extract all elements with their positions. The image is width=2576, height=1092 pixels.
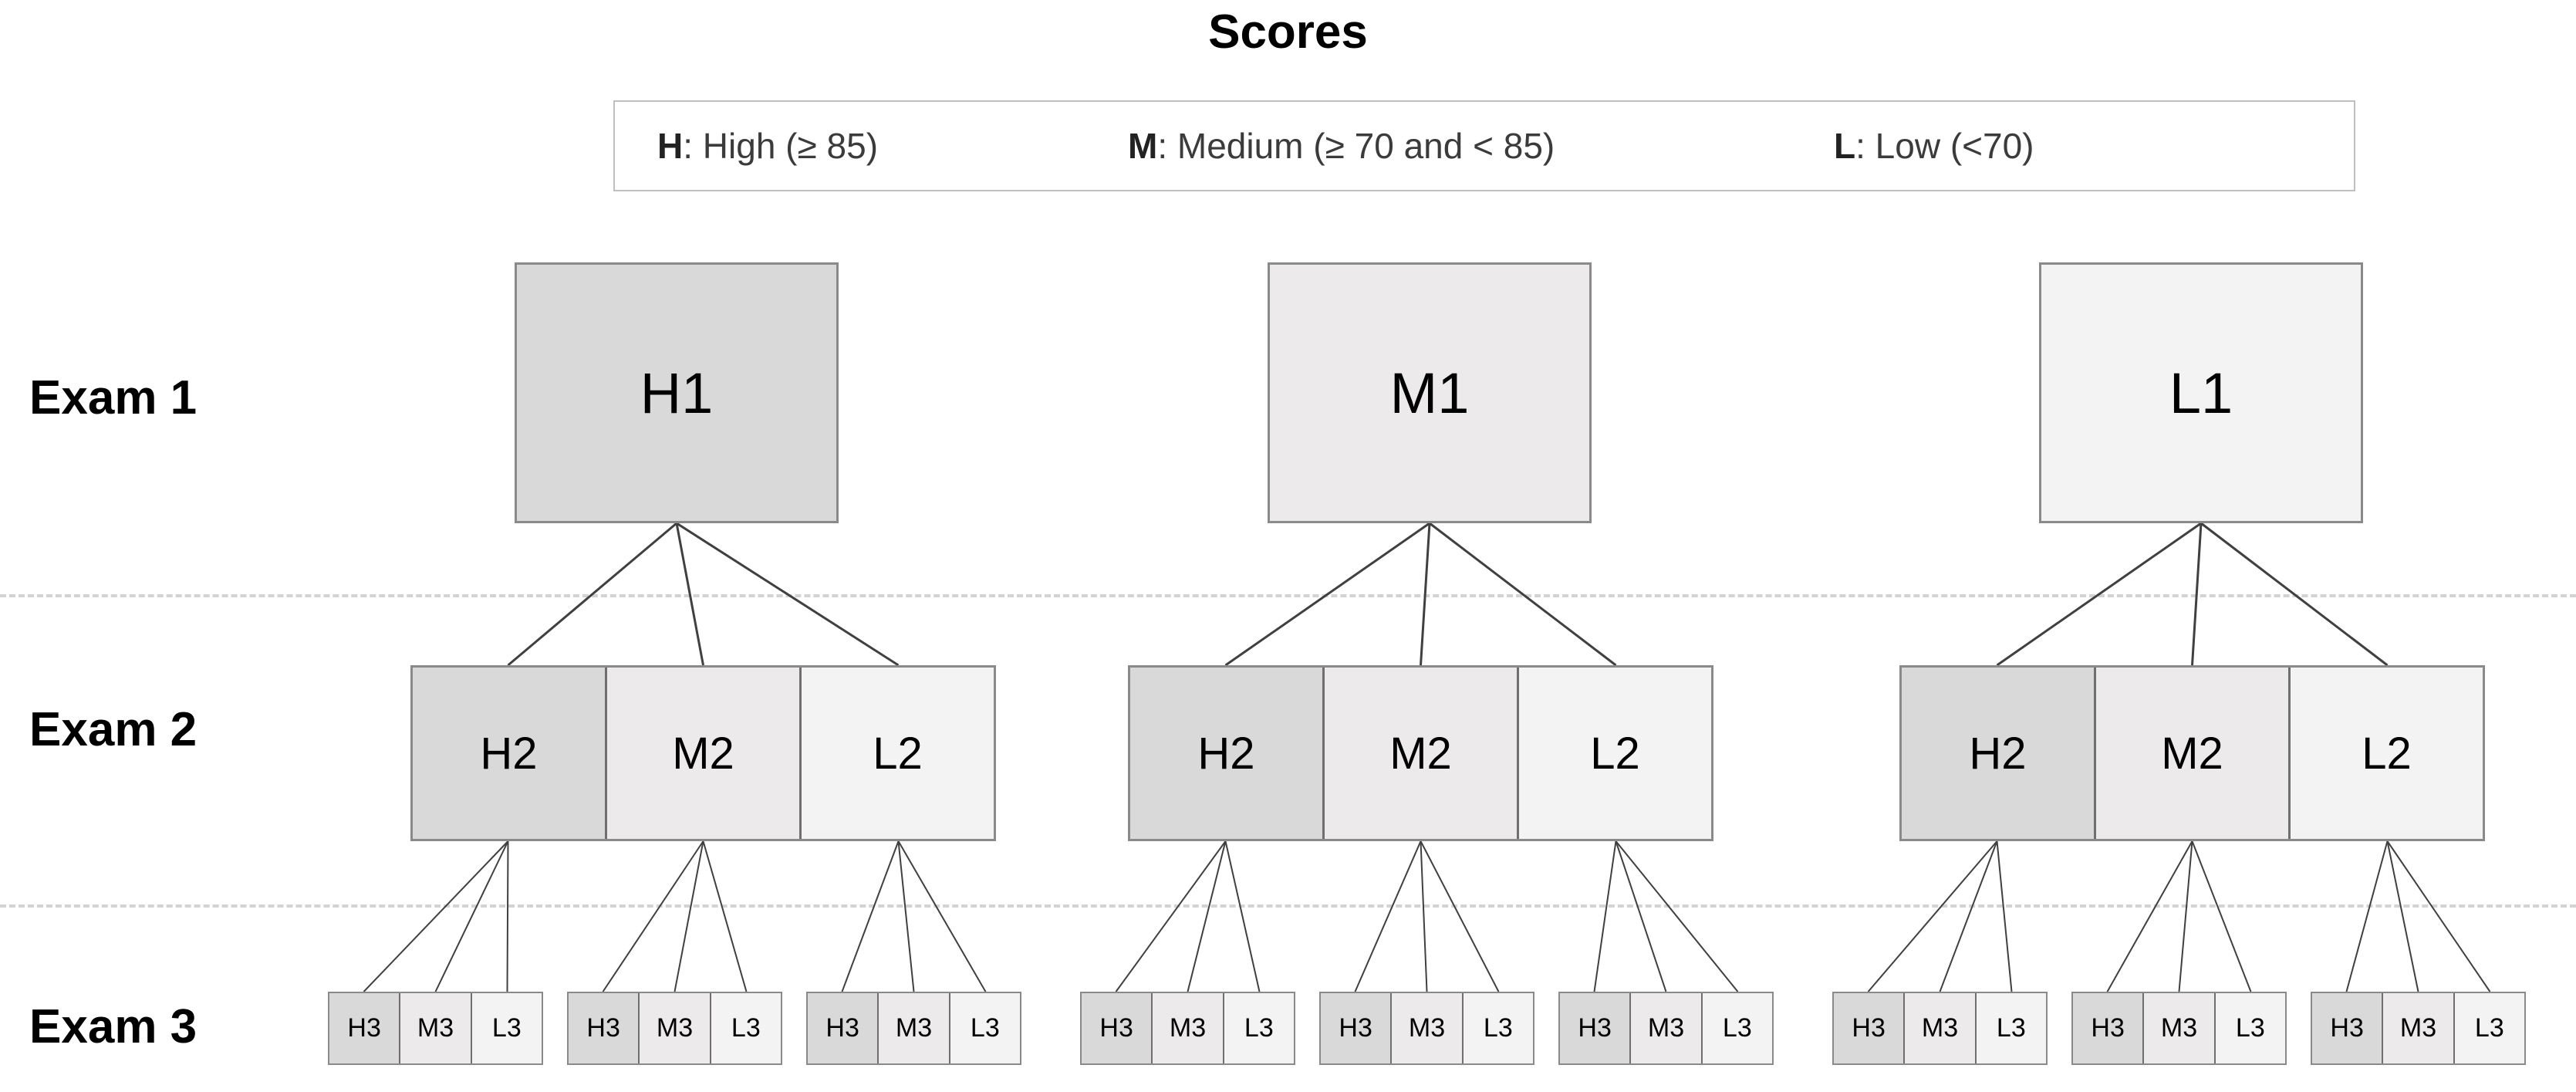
node-exam3-m3-tree2-branch3[interactable]: M3 (1631, 993, 1703, 1063)
node-exam3-m3-tree2-branch2[interactable]: M3 (1392, 993, 1464, 1063)
node-exam3-h3-tree2-branch2[interactable]: H3 (1321, 993, 1393, 1063)
page-title: Scores (1208, 5, 1368, 59)
legend-text-low: : Low (<70) (1855, 126, 2034, 166)
node-exam1-m1[interactable]: M1 (1268, 262, 1592, 523)
node-exam3-m3-tree3-branch1[interactable]: M3 (1905, 993, 1977, 1063)
node-exam3-l3-tree2-branch2[interactable]: L3 (1463, 993, 1533, 1063)
node-exam3-h3-tree2-branch1[interactable]: H3 (1082, 993, 1153, 1063)
node-exam2-h2-tree3[interactable]: H2 (1902, 668, 2096, 839)
node-exam2-m2-tree2[interactable]: M2 (1325, 668, 1519, 839)
node-exam2-l2-tree2[interactable]: L2 (1519, 668, 1711, 839)
node-exam3-m3-tree1-branch1[interactable]: M3 (400, 993, 472, 1063)
legend-key-medium: M (1128, 126, 1158, 166)
node-exam3-l3-tree2-branch1[interactable]: L3 (1224, 993, 1294, 1063)
node-exam3-h3-tree3-branch1[interactable]: H3 (1834, 993, 1906, 1063)
node-exam3-l3-tree1-branch3[interactable]: L3 (950, 993, 1020, 1063)
legend-item-low: L: Low (<70) (1834, 125, 2034, 167)
node-exam3-l3-tree3-branch1[interactable]: L3 (1976, 993, 2046, 1063)
node-exam3-l3-tree1-branch1[interactable]: L3 (471, 993, 542, 1063)
legend-box: H: High (≥ 85) M: Medium (≥ 70 and < 85)… (613, 100, 2355, 191)
legend-key-low: L (1834, 126, 1856, 166)
row-label-exam-3: Exam 3 (29, 1000, 198, 1053)
node-exam3-l3-tree2-branch3[interactable]: L3 (1702, 993, 1772, 1063)
node-exam3-h3-tree3-branch3[interactable]: H3 (2312, 993, 2384, 1063)
node-exam3-h3-tree3-branch2[interactable]: H3 (2073, 993, 2145, 1063)
node-exam3-m3-tree3-branch3[interactable]: M3 (2383, 993, 2455, 1063)
node-exam3-m3-tree2-branch1[interactable]: M3 (1153, 993, 1224, 1063)
row-label-exam-1: Exam 1 (29, 371, 198, 424)
row-label-exam-2: Exam 2 (29, 703, 198, 756)
node-exam2-m2-tree1[interactable]: M2 (607, 668, 802, 839)
node-exam2-l2-tree1[interactable]: L2 (802, 668, 994, 839)
node-exam2-h2-tree1[interactable]: H2 (413, 668, 607, 839)
node-exam3-l3-tree1-branch2[interactable]: L3 (711, 993, 781, 1063)
node-exam1-l1[interactable]: L1 (2039, 262, 2363, 523)
node-exam3-h3-tree2-branch3[interactable]: H3 (1560, 993, 1632, 1063)
legend-key-high: H (657, 126, 684, 166)
node-exam3-m3-tree3-branch2[interactable]: M3 (2144, 993, 2216, 1063)
node-exam3-h3-tree1-branch2[interactable]: H3 (569, 993, 640, 1063)
node-exam2-l2-tree3[interactable]: L2 (2291, 668, 2483, 839)
node-exam3-m3-tree1-branch3[interactable]: M3 (879, 993, 950, 1063)
legend-text-medium: : Medium (≥ 70 and < 85) (1157, 126, 1555, 166)
legend-item-medium: M: Medium (≥ 70 and < 85) (1128, 125, 1555, 167)
node-exam3-h3-tree1-branch3[interactable]: H3 (808, 993, 879, 1063)
legend-item-high: H: High (≥ 85) (657, 125, 878, 167)
node-exam1-h1[interactable]: H1 (515, 262, 839, 523)
node-exam2-m2-tree3[interactable]: M2 (2096, 668, 2291, 839)
node-exam3-h3-tree1-branch1[interactable]: H3 (329, 993, 401, 1063)
node-exam3-l3-tree3-branch3[interactable]: L3 (2454, 993, 2524, 1063)
node-exam3-m3-tree1-branch2[interactable]: M3 (640, 993, 711, 1063)
legend-text-high: : High (≥ 85) (683, 126, 879, 166)
level-separator-1 (0, 594, 2576, 597)
node-exam3-l3-tree3-branch2[interactable]: L3 (2215, 993, 2285, 1063)
node-exam2-h2-tree2[interactable]: H2 (1130, 668, 1325, 839)
level-separator-2 (0, 904, 2576, 908)
